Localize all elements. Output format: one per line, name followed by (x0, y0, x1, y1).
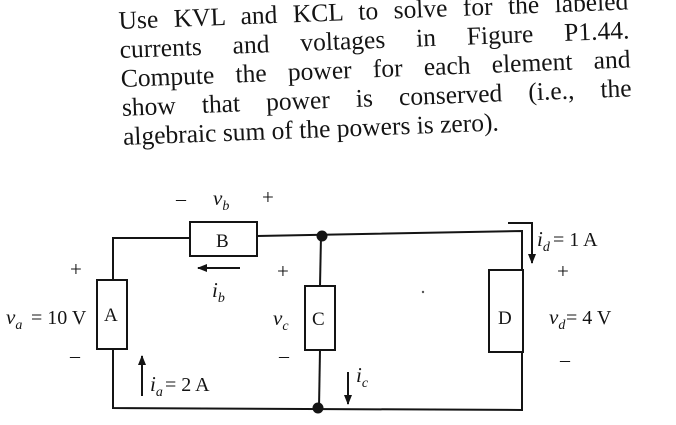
va-symbol: va (6, 305, 22, 333)
vb-minus: – (175, 188, 187, 210)
va-minus: – (69, 345, 81, 367)
va-plus: + (70, 257, 82, 281)
ia-symbol: ia (150, 372, 163, 400)
element-b: B (189, 221, 258, 257)
element-c: C (304, 285, 336, 351)
id-value: = 1 A (553, 229, 598, 251)
element-a-box (96, 279, 128, 350)
id-arrow (508, 222, 536, 264)
vd-value: = 4 V (566, 307, 612, 329)
vc-minus: – (278, 345, 290, 367)
branch-c-wire-top (319, 235, 322, 287)
vc-plus: + (277, 259, 289, 283)
element-b-box (189, 221, 258, 257)
ib-label: ib (212, 278, 225, 306)
top-node (316, 230, 328, 242)
element-d-box (488, 269, 524, 353)
element-d-label: D (498, 308, 512, 329)
vd-plus: + (557, 259, 569, 283)
element-b-label: B (216, 231, 229, 252)
top-wire-right (256, 229, 523, 270)
bottom-node (312, 402, 324, 414)
ia-value: = 2 A (165, 374, 210, 396)
vb-plus: + (262, 185, 274, 209)
ic-symbol: ic (356, 363, 369, 391)
id-symbol: id (537, 227, 551, 255)
vb-symbol: vb (213, 186, 229, 214)
element-c-box (304, 285, 336, 351)
element-c-label: C (312, 309, 325, 330)
vd-minus: – (559, 349, 571, 371)
element-a-label: A (104, 305, 118, 326)
element-d: D (488, 269, 524, 353)
branch-c-wire-bottom (318, 349, 321, 409)
vc-symbol: vc (273, 306, 289, 334)
stray-dot (421, 290, 425, 294)
top-wire-left (112, 237, 190, 280)
va-value: = 10 V (31, 307, 87, 329)
vd-symbol: vd (549, 305, 566, 333)
element-a: A (96, 279, 128, 350)
